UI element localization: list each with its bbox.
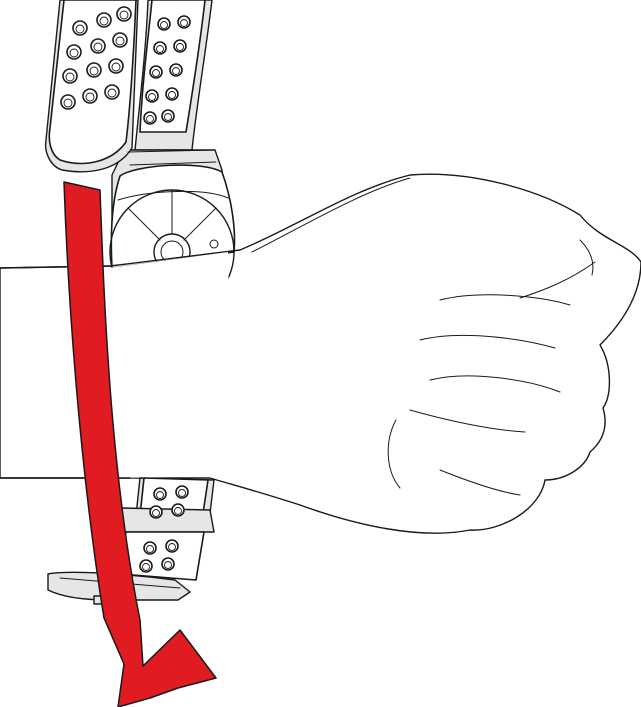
strap-loop <box>122 508 214 532</box>
